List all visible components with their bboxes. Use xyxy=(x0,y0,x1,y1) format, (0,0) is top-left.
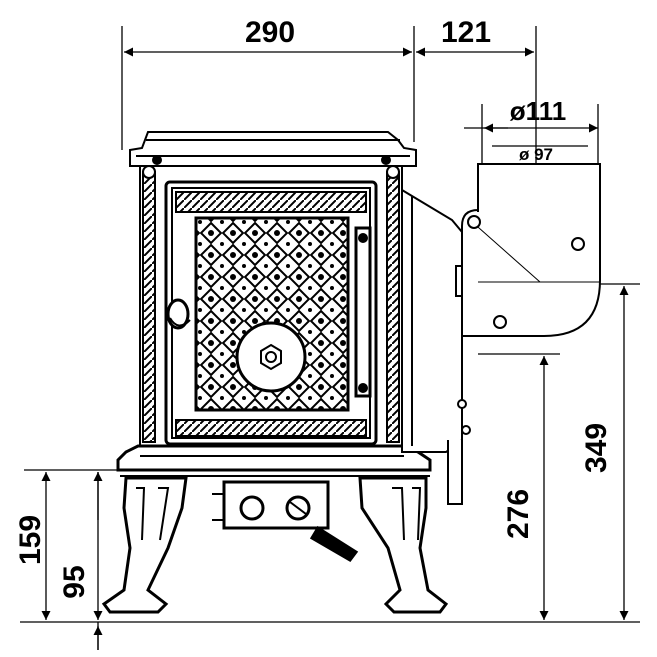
dim-flue-offset: 121 xyxy=(441,16,491,49)
door-hinge xyxy=(354,226,372,398)
left-leg xyxy=(101,476,188,614)
dimension-lines xyxy=(20,26,640,650)
dim-width: 290 xyxy=(245,16,295,49)
dim-flue-outer-diameter: ø111 xyxy=(510,96,566,126)
dim-ash-door-height: 159 xyxy=(14,515,47,565)
stove-body xyxy=(116,131,471,477)
stove-legs xyxy=(101,476,449,614)
left-column xyxy=(142,171,156,443)
base-plinth xyxy=(116,444,432,472)
dim-flue-inner-diameter: ø 97 xyxy=(519,145,553,164)
top-plate xyxy=(129,131,417,167)
dim-leg-height: 95 xyxy=(58,565,91,598)
right-column xyxy=(386,171,400,443)
dim-rear-connection-height: 276 xyxy=(502,489,535,539)
right-leg xyxy=(358,476,449,614)
ash-drawer xyxy=(212,480,359,562)
dim-flue-height: 349 xyxy=(580,423,613,473)
flue-pipe xyxy=(447,163,601,505)
